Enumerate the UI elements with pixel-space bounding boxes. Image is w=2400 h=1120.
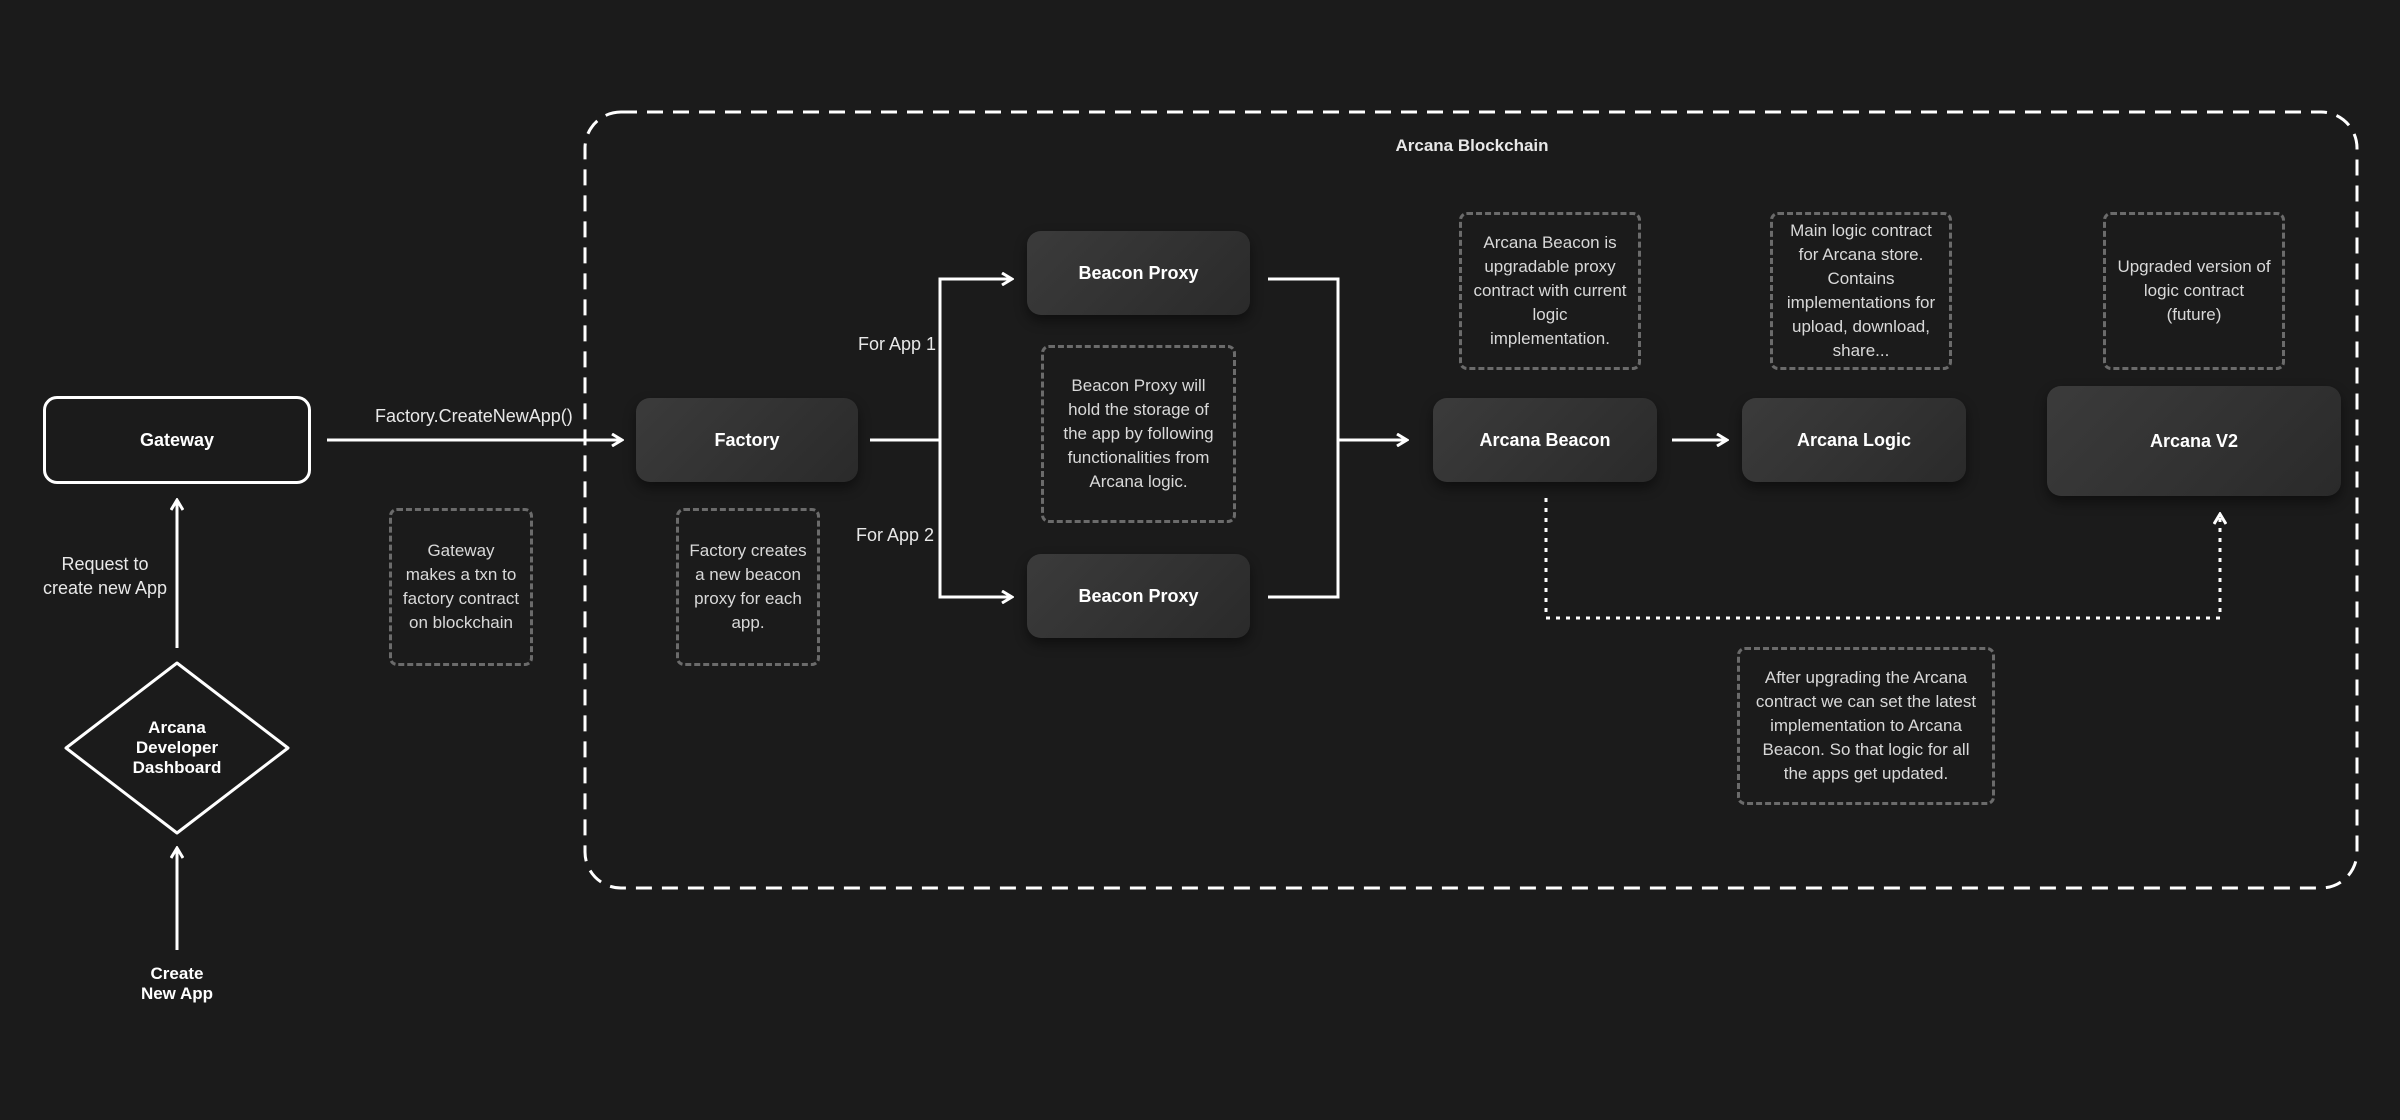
factory-to-proxy2-arrow: [938, 440, 1012, 597]
arcana-logic-node[interactable]: Arcana Logic: [1742, 398, 1966, 482]
request-label-line2: create new App: [42, 578, 168, 598]
create-new-app-call-label: Factory.CreateNewApp(): [375, 406, 573, 426]
blockchain-title: Arcana Blockchain: [1395, 136, 1549, 155]
create-label-line2: New App: [140, 984, 214, 1003]
beacon-proxy-note: Beacon Proxy will hold the storage of th…: [1041, 345, 1236, 523]
arcana-beacon-node[interactable]: Arcana Beacon: [1433, 398, 1657, 482]
gateway-note: Gateway makes a txn to factory contract …: [389, 508, 533, 666]
proxy2-merge-line: [1268, 440, 1340, 599]
proxy1-merge-line: [1268, 277, 1340, 440]
dashboard-label-line1: Arcana: [148, 718, 206, 737]
blockchain-boundary: [583, 110, 2359, 890]
factory-to-proxy1-arrow: [938, 279, 1012, 440]
request-label-line1: Request to: [61, 554, 149, 574]
arcana-v2-node[interactable]: Arcana V2: [2047, 386, 2341, 496]
upgrade-note: After upgrading the Arcana contract we c…: [1737, 647, 1995, 805]
beacon-proxy-1-node[interactable]: Beacon Proxy: [1027, 231, 1250, 315]
dashboard-label-line2: Developer: [135, 738, 219, 757]
for-app-2-label: For App 2: [856, 525, 935, 545]
beacon-proxy-2-node[interactable]: Beacon Proxy: [1027, 554, 1250, 638]
beacon-to-v2-dotted-arrow: [1544, 498, 2220, 620]
arcana-logic-note: Main logic contract for Arcana store. Co…: [1770, 212, 1952, 370]
arcana-beacon-note: Arcana Beacon is upgradable proxy contra…: [1459, 212, 1641, 370]
dashboard-node[interactable]: Arcana Developer Dashboard: [97, 706, 257, 790]
arcana-v2-note: Upgraded version of logic contract (futu…: [2103, 212, 2285, 370]
for-app-1-label: For App 1: [858, 334, 937, 354]
factory-node[interactable]: Factory: [636, 398, 858, 482]
request-label: Request to create new App: [20, 552, 190, 600]
gateway-node[interactable]: Gateway: [43, 396, 311, 484]
factory-note: Factory creates a new beacon proxy for e…: [676, 508, 820, 666]
dashboard-diamond: [64, 661, 290, 835]
create-new-app-label: Create New App: [107, 964, 247, 1004]
dashboard-label-line3: Dashboard: [132, 758, 222, 777]
create-label-line1: Create: [150, 964, 204, 983]
